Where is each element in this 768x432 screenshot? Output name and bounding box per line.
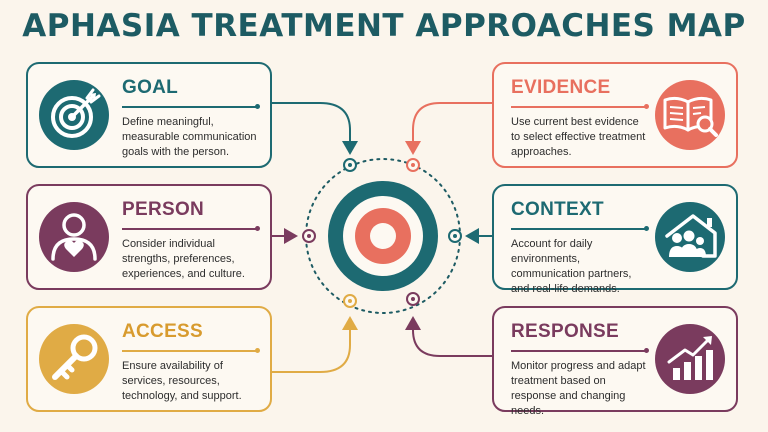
target-arrow-icon — [39, 80, 109, 150]
node-context — [448, 229, 462, 243]
card-description: Ensure availability of services, resourc… — [122, 360, 242, 402]
card-evidence: EVIDENCE Use current best evidence to se… — [492, 62, 738, 168]
card-description: Consider individual strengths, preferenc… — [122, 238, 245, 280]
divider — [511, 104, 649, 109]
card-goal: GOAL Define meaningful, measurable commu… — [26, 62, 272, 168]
node-goal — [343, 158, 357, 172]
card-context: CONTEXT Account for daily environments, … — [492, 184, 738, 295]
card-title: RESPONSE — [511, 321, 619, 342]
node-access — [343, 294, 357, 308]
card-access: ACCESS Ensure availability of services, … — [26, 306, 272, 412]
card-title: PERSON — [122, 199, 205, 220]
card-title: CONTEXT — [511, 199, 604, 220]
divider — [122, 348, 260, 353]
node-response — [406, 292, 420, 306]
card-title: GOAL — [122, 77, 179, 98]
person-heart-icon — [39, 202, 109, 272]
family-house-icon — [655, 202, 725, 272]
connector-access — [262, 316, 358, 373]
card-response: RESPONSE Monitor progress and adapt trea… — [492, 306, 738, 417]
card-description: Monitor progress and adapt treatment bas… — [511, 360, 646, 417]
book-magnifier-icon — [655, 80, 725, 150]
card-title: ACCESS — [122, 321, 203, 342]
connector-response — [405, 316, 496, 357]
divider — [122, 104, 260, 109]
page-title: APHASIA TREATMENT APPROACHES MAP — [22, 8, 746, 44]
node-person — [302, 229, 316, 243]
card-title: EVIDENCE — [511, 77, 611, 98]
card-description: Account for daily environments, communic… — [511, 238, 632, 295]
divider — [511, 226, 649, 231]
card-person: PERSON Consider individual strengths, pr… — [26, 184, 272, 290]
card-description: Use current best evidence to select effe… — [511, 116, 646, 158]
card-description: Define meaningful, measurable communicat… — [122, 116, 257, 158]
growth-chart-icon — [655, 324, 725, 394]
connector-evidence — [405, 102, 496, 155]
divider — [122, 226, 260, 231]
node-evidence — [406, 158, 420, 172]
connector-goal — [262, 102, 358, 155]
divider — [511, 348, 649, 353]
key-icon — [39, 324, 109, 394]
bullseye-icon — [328, 181, 438, 291]
